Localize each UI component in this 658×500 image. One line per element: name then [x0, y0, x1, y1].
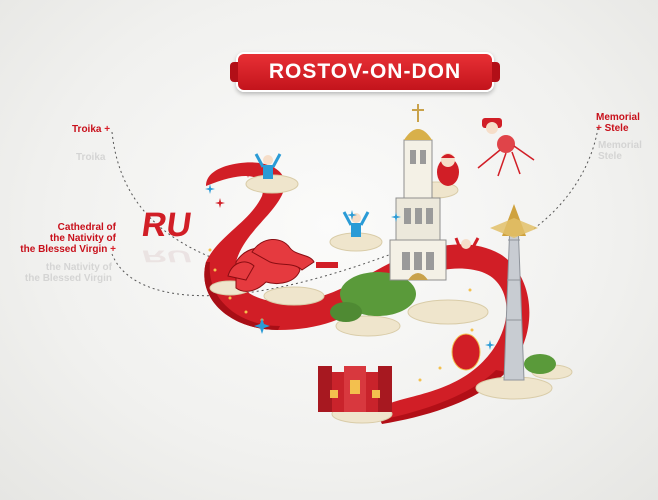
callout-troika-reflection: Troika [76, 152, 106, 163]
callout-cathedral-reflection: the Nativity of the Blessed Virgin [24, 262, 112, 284]
sputnik [477, 135, 535, 177]
fortress [318, 366, 392, 412]
cheering-figures [254, 153, 480, 265]
callout-troika-label: Troika [72, 124, 102, 135]
troika-flag [316, 262, 338, 268]
ru-emblem-text: RU [139, 206, 194, 244]
memorial-stele [490, 204, 538, 381]
ru-emblem-reflection: RU [139, 246, 194, 266]
stele-leader-line [531, 127, 599, 231]
callout-cathedral: Cathedral of the Nativity of the Blessed… [4, 222, 116, 255]
lower-ribbon [380, 370, 506, 424]
troika-leader-line [111, 131, 237, 267]
callout-troika-star: + [104, 124, 111, 135]
callout-stele-line1: Memorial [596, 112, 640, 123]
callout-stele-star: + [596, 123, 602, 134]
sparkle-stars [205, 184, 495, 350]
title-banner: ROSTOV-ON-DON [230, 52, 500, 92]
callout-stele-line2: Stele [604, 123, 629, 134]
callout-troika: Troika + [72, 124, 110, 135]
cathedral-leader-line [111, 249, 403, 297]
callout-cathedral-line3: the Blessed Virgin [20, 244, 108, 255]
callout-cathedral-star: + [110, 244, 116, 255]
callout-stele: Memorial + Stele [596, 112, 640, 134]
green-tree-right [524, 354, 556, 374]
green-bush [330, 302, 362, 322]
green-hill [340, 272, 416, 316]
callout-stele-reflection: Memorial Stele [598, 140, 642, 162]
troika-horses [227, 239, 315, 292]
callout-cathedral-line2: the Nativity of [49, 233, 116, 244]
cathedral-tower [389, 104, 447, 281]
ornament-egg [451, 333, 481, 371]
callout-cathedral-line1: Cathedral of [57, 222, 116, 233]
matryoshka [437, 153, 459, 186]
cosmonaut-figure [482, 118, 502, 134]
red-stars [215, 168, 253, 208]
city-title: ROSTOV-ON-DON [268, 60, 462, 83]
